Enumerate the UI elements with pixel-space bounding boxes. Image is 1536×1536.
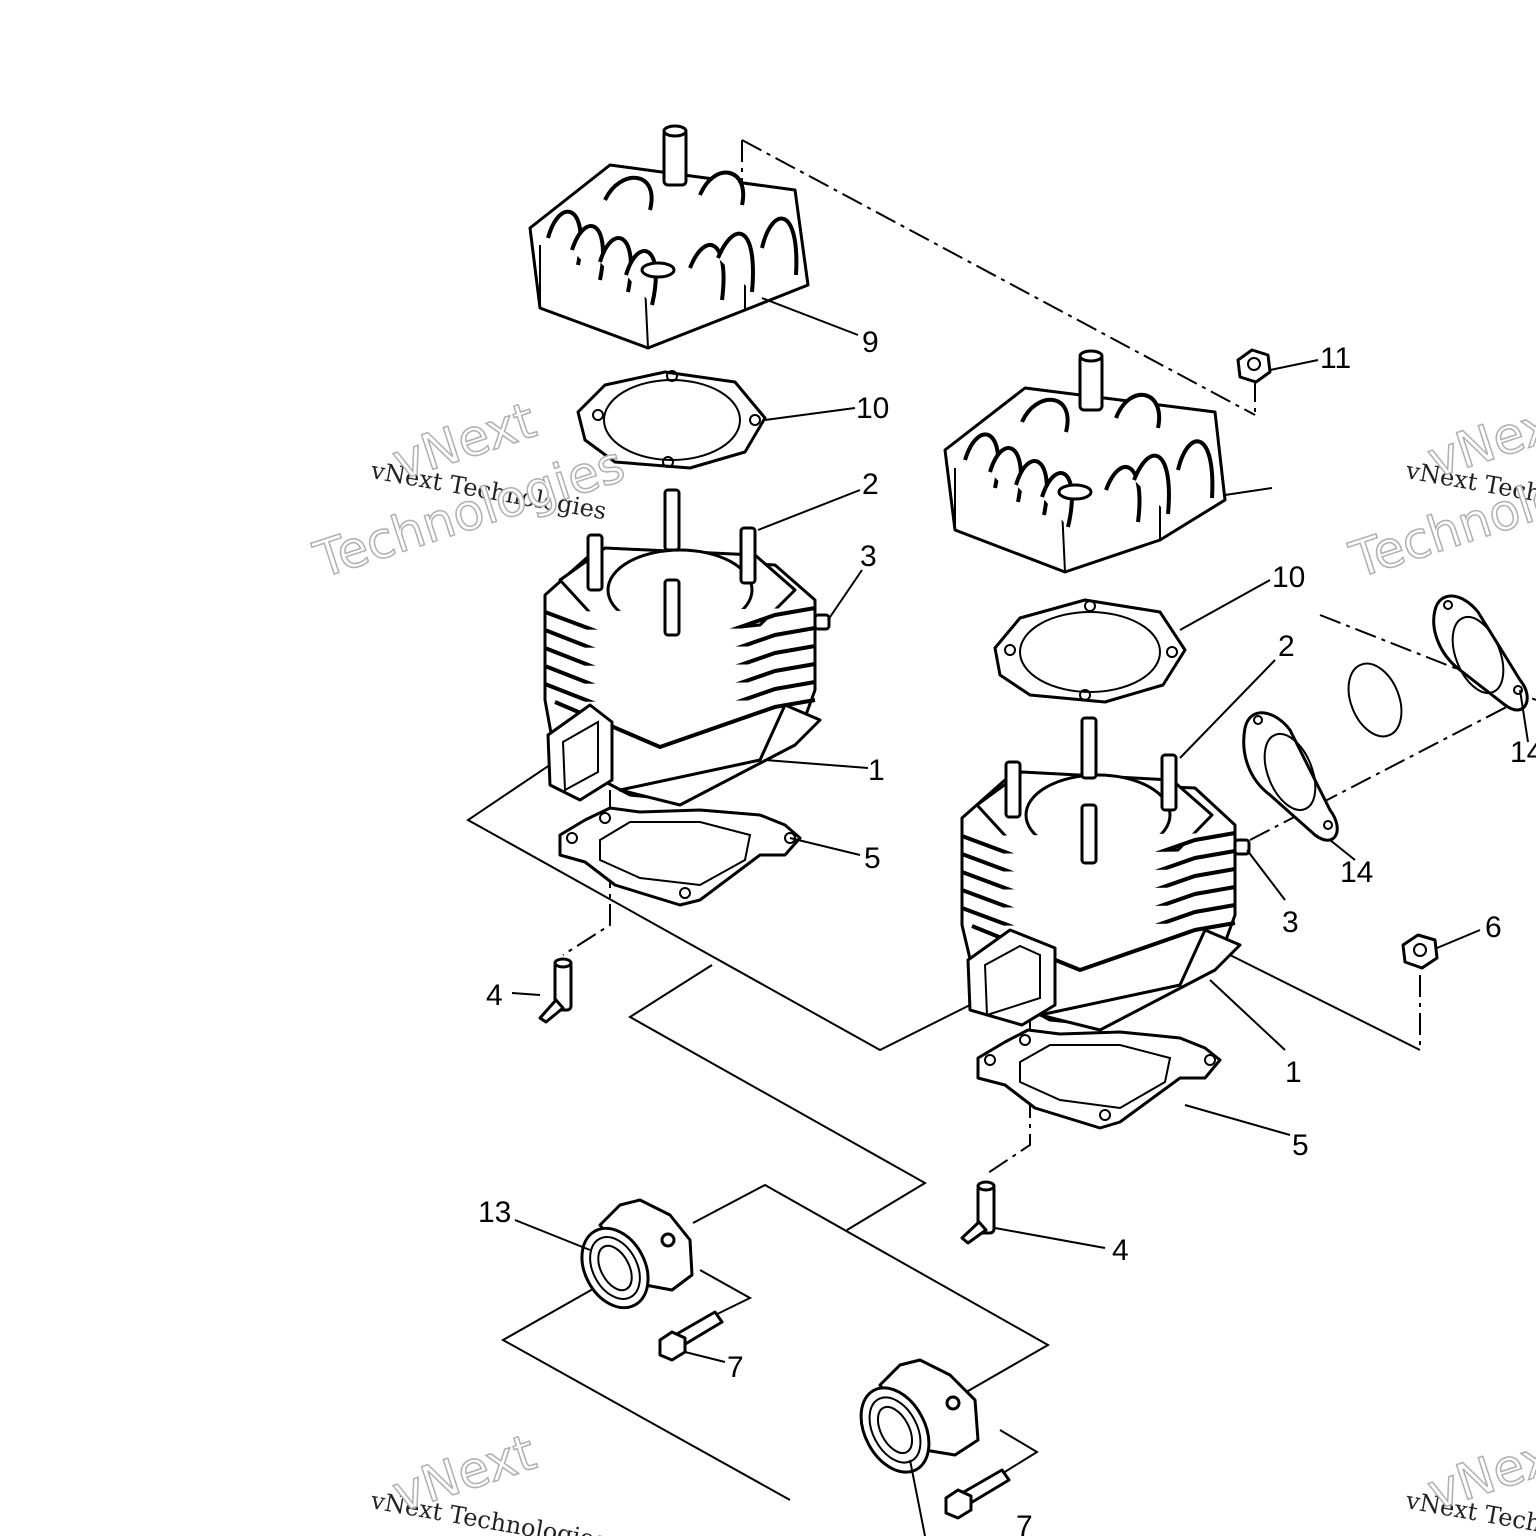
assembly-lines xyxy=(466,737,1421,1501)
stud xyxy=(1004,716,1178,865)
bolt-left xyxy=(658,1310,724,1362)
callout-7: 7 xyxy=(727,1351,744,1384)
cooling-fins xyxy=(963,392,1215,528)
callout-10-right: 10 xyxy=(1272,561,1305,594)
callout-11: 11 xyxy=(1320,342,1351,375)
head-gasket-right xyxy=(993,598,1187,704)
callout-1-right: 1 xyxy=(1285,1056,1302,1089)
callout-2-right: 2 xyxy=(1278,630,1295,663)
callout-5-right: 5 xyxy=(1292,1129,1309,1162)
cylinder-left xyxy=(543,488,831,807)
intake-flange-left xyxy=(580,1198,694,1310)
exhaust-gasket-14-b xyxy=(1432,594,1529,712)
nut-6 xyxy=(1401,933,1439,970)
callout-4: 4 xyxy=(486,979,503,1012)
exhaust-gasket-14 xyxy=(1242,662,1403,842)
callout-3: 3 xyxy=(860,540,877,573)
callout-10: 10 xyxy=(856,392,889,425)
fitting-left xyxy=(538,957,573,1024)
callout-14: 14 xyxy=(1340,856,1373,889)
bolt-right xyxy=(944,1468,1011,1520)
callout-14-b: 14 xyxy=(1510,736,1536,769)
callout-7-right: 7 xyxy=(1016,1510,1033,1536)
intake-flange-right xyxy=(859,1358,980,1474)
fitting-right xyxy=(960,1180,996,1245)
callout-1: 1 xyxy=(868,754,885,787)
cylinder-right xyxy=(960,716,1251,1032)
head-gasket-left xyxy=(576,370,767,470)
callouts: 9 10 2 3 1 5 4 11 10 2 3 14 14 6 1 5 4 1… xyxy=(478,326,1536,1536)
base-gasket-right xyxy=(976,1028,1222,1130)
leader-lines xyxy=(511,297,1529,1536)
nut-11 xyxy=(1236,348,1272,384)
callout-5: 5 xyxy=(864,842,881,875)
callout-4-right: 4 xyxy=(1112,1234,1129,1267)
callout-2: 2 xyxy=(862,468,879,501)
watermark-big-line1: vNext xyxy=(1421,389,1536,489)
callout-9: 9 xyxy=(862,326,879,359)
cylinder-fins xyxy=(961,831,1236,973)
callout-6: 6 xyxy=(1485,911,1502,944)
cylinder-head-left xyxy=(528,124,810,350)
callout-3-right: 3 xyxy=(1282,906,1299,939)
callout-13: 13 xyxy=(478,1196,511,1229)
base-gasket-left xyxy=(558,806,802,907)
stud xyxy=(586,488,757,637)
cylinder-head-right xyxy=(943,349,1273,574)
